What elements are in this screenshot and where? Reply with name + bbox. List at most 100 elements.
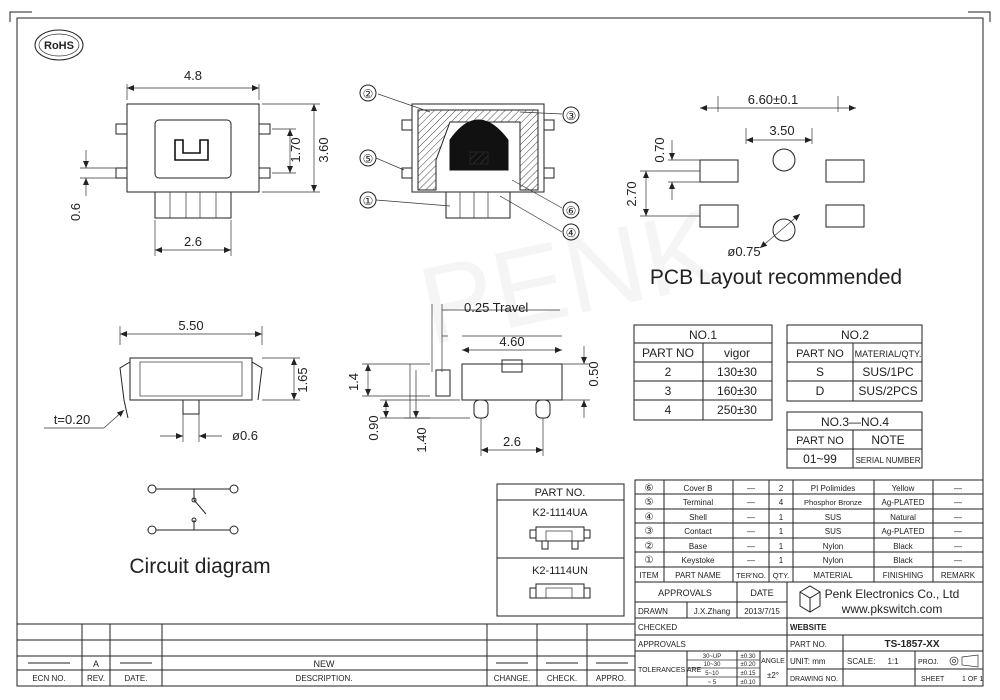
angle-label: ANGLE [761, 658, 785, 665]
top-view: 4.8 3.60 1.70 0.6 2.6 [68, 68, 331, 256]
no34-table: NO.3—NO.4 PART NO NOTE 01~99 SERIAL NUMB… [786, 411, 923, 469]
bom-cell: ② [645, 541, 654, 552]
bom-cell: — [954, 484, 962, 493]
dim-side-width: 5.50 [178, 318, 203, 333]
dim-front-h4: 1.40 [414, 427, 429, 452]
revision-header: REV. [87, 674, 105, 683]
no34-cell: SERIAL NUMBER [855, 456, 920, 465]
proj-label: PROJ. [918, 659, 939, 666]
bom-cell: — [747, 556, 755, 565]
dim-pcb-total: 6.60±0.1 [748, 92, 799, 107]
revision-header: DATE. [125, 674, 148, 683]
bom-cell: ④ [645, 512, 654, 523]
approvals-header: APPROVALS [658, 588, 712, 598]
scale-label: SCALE: [847, 657, 875, 666]
no34-cell: 01~99 [803, 452, 837, 466]
bom-cell: Black [893, 542, 914, 551]
dim-pcb-pitch: 3.50 [769, 123, 794, 138]
no2-cell: SUS/1PC [862, 365, 914, 379]
bom-cell: — [747, 498, 755, 507]
pcb-layout-title: PCB Layout recommended [650, 266, 902, 289]
part-no-item: K2-1114UA [532, 507, 588, 519]
tol-range: 30~UP [703, 654, 722, 660]
rohs-logo: RoHS [34, 29, 84, 61]
dim-top-offset: 0.6 [68, 203, 83, 221]
bom-cell: — [747, 527, 755, 536]
dim-top-height: 3.60 [316, 137, 331, 162]
bom-cell: Natural [890, 513, 916, 522]
rohs-text: RoHS [44, 40, 74, 52]
drawn-by: J.X.Zhang [694, 607, 730, 616]
bom-cell: ⑤ [645, 497, 654, 508]
bom-cell: Contact [684, 527, 712, 536]
tol-range: 5~10 [705, 671, 719, 677]
circuit-diagram-title: Circuit diagram [129, 555, 270, 578]
bom-header: QTY. [773, 571, 790, 580]
approvals-label: APPROVALS [638, 640, 686, 649]
no2-table: NO.2 PART NO MATERIAL/QTY. S SUS/1PC D S… [786, 324, 923, 402]
side-view: 5.50 1.65 t=0.20 ø0.6 [44, 318, 310, 443]
bom-cell: 1 [779, 542, 784, 551]
bom-cell: 1 [779, 527, 784, 536]
tolerances-label: TOLERANCES ARE [638, 667, 702, 674]
no1-cell: 250±30 [717, 403, 757, 417]
bom-cell: — [954, 527, 962, 536]
revision-header: ECN NO. [32, 674, 65, 683]
part-no-item: K2-1114UN [532, 565, 588, 577]
pcb-layout: 6.60±0.1 3.50 0.70 2.70 ø0.75 [624, 92, 865, 259]
revision-rev: A [93, 659, 99, 669]
bom-cell: 4 [779, 498, 784, 507]
no1-title: NO.1 [689, 328, 717, 342]
tol-range: 10~30 [704, 662, 722, 668]
callout-2: ② [363, 87, 374, 101]
dim-front-h3: 0.90 [366, 415, 381, 440]
drawn-date: 2013/7/15 [744, 607, 780, 616]
revision-header: CHANGE. [494, 674, 530, 683]
bom-cell: — [954, 542, 962, 551]
no1-cell: 3 [665, 384, 672, 398]
revision-description: NEW [314, 659, 336, 669]
bom-cell: — [747, 484, 755, 493]
bom-cell: SUS [825, 513, 841, 522]
bom-table: ⑥ Cover B — 2 PI Polimides Yellow — ⑤ Te… [634, 479, 984, 583]
bom-cell: Ag-PLATED [882, 527, 925, 536]
no1-table: NO.1 PART NO vigor 2 130±30 3 160±30 4 2… [633, 324, 773, 421]
bom-cell: — [954, 513, 962, 522]
no2-header-material: MATERIAL/QTY. [855, 349, 922, 359]
company-website: www.pkswitch.com [841, 602, 943, 616]
dim-top-bottom: 2.6 [184, 234, 202, 249]
checked-label: CHECKED [638, 623, 677, 632]
bom-cell: Black [893, 556, 914, 565]
bom-header: PART NAME [675, 571, 721, 580]
no1-header-vigor: vigor [724, 346, 750, 360]
revision-block: A NEW ECN NO. REV. DATE. DESCRIPTION. CH… [17, 582, 636, 686]
tol-value: ±0.10 [741, 680, 757, 686]
no1-header-part: PART NO [642, 346, 694, 360]
bom-cell: 2 [779, 484, 784, 493]
sheet-value: 1 OF 1 [962, 676, 984, 683]
scale-value: 1:1 [887, 657, 899, 666]
revision-header: CHECK. [547, 674, 577, 683]
no2-header-part: PART NO [796, 348, 844, 360]
callout-1: ① [363, 194, 374, 208]
revision-header: APPRO. [596, 674, 626, 683]
dim-top-inner: 1.70 [288, 137, 303, 162]
bom-header: TER'NO. [736, 571, 766, 580]
corner-mark [968, 11, 991, 22]
bom-cell: — [954, 556, 962, 565]
tol-range: ~ 5 [708, 680, 717, 686]
bom-cell: Nylon [823, 556, 843, 565]
part-no-box-title: PART NO. [535, 487, 586, 499]
bom-header: REMARK [941, 571, 976, 580]
bom-header: FINISHING [883, 571, 923, 580]
bom-header: ITEM [639, 571, 658, 580]
no34-header-note: NOTE [871, 433, 904, 447]
angle-value: ±2° [767, 671, 779, 680]
bom-cell: Phosphor Bronze [804, 498, 862, 507]
bom-cell: SUS [825, 527, 841, 536]
bom-cell: ① [645, 555, 654, 566]
bom-cell: — [954, 498, 962, 507]
unit-label: UNIT: mm [790, 657, 826, 666]
bom-cell: — [747, 513, 755, 522]
